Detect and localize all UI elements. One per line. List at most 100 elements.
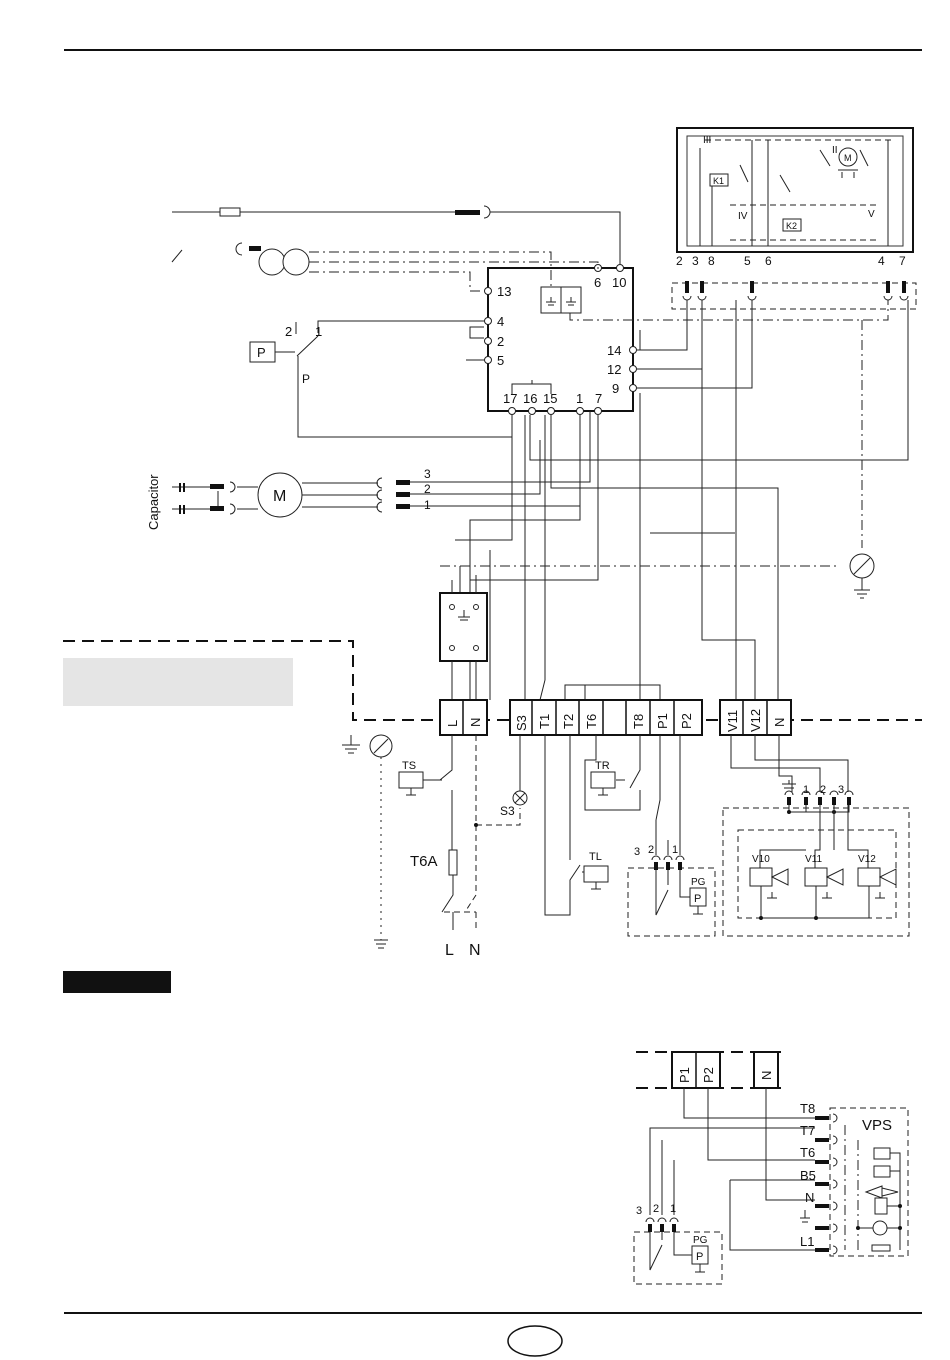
servo-pin-7: 7 [899, 254, 906, 268]
s3-label: S3 [500, 804, 515, 818]
servo-connector: 2 3 8 5 6 4 7 [672, 254, 916, 309]
vps-pin-L1: L1 [800, 1234, 814, 1249]
earth-terminal-right [850, 554, 874, 598]
term-T2: T2 [561, 714, 576, 729]
cb-term-15: 15 [543, 391, 557, 406]
term-T8: T8 [631, 714, 646, 729]
label-iv: IV [738, 211, 748, 222]
ps-contact-2: 2 [285, 324, 292, 339]
capacitor-label: Capacitor [146, 474, 161, 530]
servo-pin-4: 4 [878, 254, 885, 268]
servo-pin-2: 2 [676, 254, 683, 268]
note-box [63, 658, 293, 706]
supply-N: N [469, 942, 481, 959]
lower-term-N: N [759, 1071, 774, 1080]
lower-pg-p: P [696, 1251, 703, 1263]
servo-pin-6: 6 [765, 254, 772, 268]
air-pressure-switch: P 2 1 P [250, 321, 512, 437]
vps-pin-N: N [805, 1190, 814, 1205]
cb-term-7: 7 [595, 391, 602, 406]
cb-term-6: 6 [594, 275, 601, 290]
motor-pin-1: 1 [424, 498, 431, 512]
pg-p: P [694, 893, 701, 905]
v11-label: V11 [805, 854, 822, 865]
v10-label: V10 [752, 854, 770, 865]
cb-term-2: 2 [497, 334, 504, 349]
vps-label: VPS [862, 1117, 892, 1134]
ignition-resistor [220, 208, 240, 216]
supply-L: L [445, 942, 454, 959]
ps-p-label: P [302, 372, 310, 386]
label-v: V [868, 209, 875, 220]
section-header-bar [63, 971, 171, 993]
label-ii: II [832, 145, 838, 156]
transformer-coil-a [259, 249, 285, 275]
term-P1: P1 [655, 713, 670, 729]
control-box: 13 4 2 5 6 10 14 12 9 17 16 15 1 7 [485, 265, 637, 415]
vps-relay-1 [874, 1148, 890, 1159]
vps-pin-T8: T8 [800, 1101, 815, 1116]
vps-fuse [872, 1245, 890, 1251]
label-motor-small: M [844, 153, 852, 163]
fuse-label: T6A [410, 853, 438, 870]
pg-switch-upper: 3 2 1 PG P [628, 735, 715, 936]
label-k2: K2 [786, 221, 797, 231]
lower-pg-pin-1: 1 [670, 1203, 676, 1215]
valve-group: 1 2 3 V10 V11 V12 [723, 735, 909, 936]
term-V11: V11 [725, 710, 740, 732]
v12-label: V12 [858, 854, 876, 865]
terminal-strip: L N S3 T1 T2 T6 T8 P1 P2 V11 V12 N [440, 700, 791, 735]
term-T6: T6 [584, 714, 599, 729]
fuse-t6a [449, 850, 457, 875]
tr-label: TR [595, 760, 610, 772]
transformer-coil-b [283, 249, 309, 275]
cb-term-12: 12 [607, 362, 621, 377]
valve-v11-coil [805, 868, 827, 886]
cb-term-9: 9 [612, 381, 619, 396]
vps-relay-2 [874, 1166, 890, 1177]
lower-pg-pin-3: 3 [636, 1205, 642, 1217]
ts-thermostat [399, 772, 423, 788]
servo-pin-3: 3 [692, 254, 699, 268]
motor-label: M [273, 488, 286, 505]
term-N: N [468, 718, 483, 727]
page-number-oval [508, 1326, 562, 1356]
term-P2: P2 [679, 713, 694, 729]
pg-pin-2: 2 [648, 844, 654, 856]
valve-pin-2: 2 [820, 784, 826, 796]
lower-term-P1: P1 [677, 1067, 692, 1083]
label-iii: III [703, 135, 711, 146]
term-T1: T1 [537, 714, 552, 729]
cb-term-4: 4 [497, 314, 504, 329]
cb-term-14: 14 [607, 343, 621, 358]
valve-pin-3: 3 [838, 784, 844, 796]
supply-circuit: TS T6A S3 L N [342, 735, 527, 959]
motor-pin-2: 2 [424, 482, 431, 496]
cb-term-5: 5 [497, 353, 504, 368]
vps-pin-T6: T6 [800, 1145, 815, 1160]
tr-thermostat: TR [585, 735, 640, 810]
p-box-label: P [257, 345, 266, 360]
vps-diagram: P1 P2 N VPS T8 T7 T6 B5 N L1 [634, 1052, 908, 1284]
pg-pin-1: 1 [672, 844, 678, 856]
tl-label: TL [589, 851, 602, 863]
pg-pin-3: 3 [634, 846, 640, 858]
cb-term-13: 13 [497, 284, 511, 299]
cb-term-16: 16 [523, 391, 537, 406]
cb-term-1: 1 [576, 391, 583, 406]
cb-term-17: 17 [503, 391, 517, 406]
valve-pin-1: 1 [803, 784, 809, 796]
servo-pin-5: 5 [744, 254, 751, 268]
servo-pin-8: 8 [708, 254, 715, 268]
pg-label: PG [691, 877, 706, 888]
fan-motor: Capacitor M 3 2 1 [146, 411, 590, 530]
lower-pg-label: PG [693, 1235, 708, 1246]
term-S3: S3 [514, 715, 529, 731]
valve-v10-coil [750, 868, 772, 886]
servomotor-box: K1 K2 M III II IV V [677, 128, 913, 252]
socket-block [440, 575, 487, 700]
label-k1: K1 [713, 176, 724, 186]
lower-term-P2: P2 [701, 1067, 716, 1083]
motor-pin-3: 3 [424, 467, 431, 481]
